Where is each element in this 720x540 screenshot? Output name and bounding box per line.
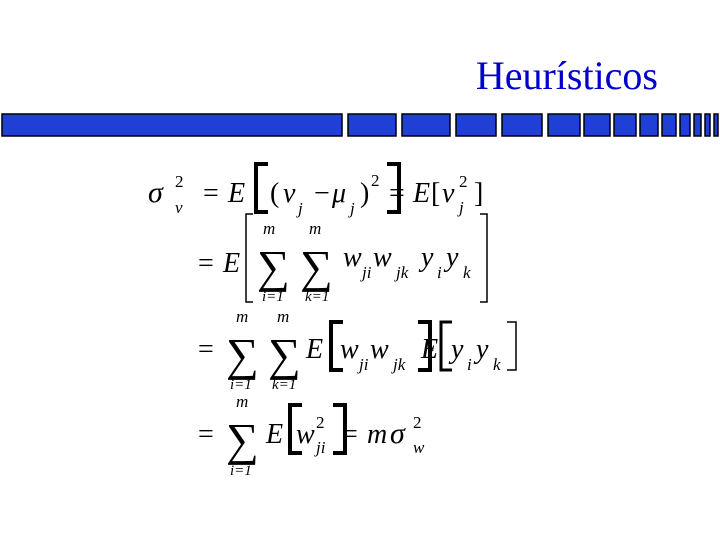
sigma-symbol: σ	[390, 417, 406, 450]
variable-v-2: v	[442, 178, 455, 209]
weight-w-1: w	[343, 242, 362, 273]
slide-title: Heurísticos	[475, 53, 658, 98]
exponent-2: 2	[371, 171, 380, 190]
right-square-bracket: ]	[474, 178, 483, 209]
variable-y-2-subscript: k	[463, 263, 471, 282]
expectation-operator: E	[305, 334, 323, 365]
equals-sign: =	[198, 334, 214, 365]
decorative-square-12	[693, 113, 702, 137]
sigma-subscript: v	[175, 198, 183, 217]
left-paren: (	[270, 178, 279, 209]
right-paren: )	[360, 178, 369, 209]
equals-sign: =	[198, 419, 214, 450]
sum-upper-limit-2: m	[309, 219, 321, 238]
sum-lower-limit-2: k=1	[305, 289, 329, 305]
sum-upper-limit-2: m	[277, 307, 289, 326]
equals-sign: =	[198, 248, 214, 279]
decorative-square-14	[713, 113, 719, 137]
decorative-square-9	[639, 113, 659, 137]
mu-symbol: μ	[331, 178, 346, 209]
left-square-bracket: [	[431, 178, 440, 209]
sigma-subscript: w	[413, 438, 425, 457]
sigma-symbol: σ	[148, 176, 164, 209]
weight-w-2-subscript: jk	[391, 355, 406, 374]
decorative-square-10	[661, 113, 677, 137]
summation-symbol-1: ∑	[257, 241, 290, 292]
right-tall-bracket	[480, 213, 488, 303]
weight-w-superscript: 2	[316, 413, 325, 432]
formula-line-1: σ 2 v = E ( v j − μ j ) 2 = E [ v 2 j ]	[148, 162, 483, 218]
decorative-square-7	[583, 113, 611, 137]
expectation-operator: E	[222, 248, 240, 279]
decorative-square-13	[704, 113, 711, 137]
sum-lower-limit-1: i=1	[262, 289, 284, 305]
variable-y-1: y	[448, 334, 464, 365]
decorative-square-3	[401, 113, 451, 137]
weight-w-1: w	[340, 334, 359, 365]
variable-v: v	[283, 178, 296, 209]
summation-symbol-2: ∑	[268, 329, 301, 380]
v-superscript: 2	[459, 172, 468, 191]
variable-y-1-subscript: i	[467, 355, 472, 374]
minus-sign: −	[314, 178, 330, 209]
right-bracket	[387, 162, 401, 214]
weight-w-2: w	[373, 242, 392, 273]
weight-w-1-subscript: ji	[360, 263, 372, 282]
left-bracket	[254, 162, 268, 214]
equals-sign: =	[203, 178, 219, 209]
expectation-operator-2: E	[412, 178, 430, 209]
variable-y-2: y	[443, 242, 459, 273]
left-tall-bracket	[245, 213, 253, 303]
expectation-operator: E	[227, 178, 245, 209]
weight-w-2: w	[370, 334, 389, 365]
equals-sign-2: =	[342, 419, 358, 450]
expectation-operator-2: E	[420, 334, 438, 365]
sum-lower-limit-1: i=1	[230, 377, 252, 393]
formula-line-4: = m ∑ i=1 E w 2 ji = m σ 2 w	[198, 392, 425, 479]
weight-w-2-subscript: jk	[394, 263, 409, 282]
right-bracket	[418, 320, 432, 372]
variable-m: m	[367, 419, 387, 450]
sum-lower-limit: i=1	[230, 463, 252, 479]
decorative-square-8	[613, 113, 637, 137]
right-bracket	[333, 403, 347, 455]
sigma-superscript: 2	[175, 172, 184, 191]
equals-sign-2: =	[389, 178, 405, 209]
right-bracket-2	[507, 321, 517, 371]
summation-symbol-1: ∑	[226, 329, 259, 380]
decorative-square-11	[679, 113, 691, 137]
decorative-square-1	[1, 113, 343, 137]
summation-symbol-2: ∑	[300, 241, 333, 292]
weight-w-1-subscript: ji	[357, 355, 369, 374]
left-bracket-2	[439, 320, 452, 372]
sum-upper-limit-1: m	[263, 219, 275, 238]
left-bracket	[329, 320, 343, 372]
sum-upper-limit-1: m	[236, 307, 248, 326]
decorative-square-2	[347, 113, 397, 137]
sum-lower-limit-2: k=1	[272, 377, 296, 393]
formula-line-3: = m ∑ i=1 m ∑ k=1 E w ji w jk E y i y k	[198, 307, 517, 393]
v-subscript: j	[457, 198, 464, 217]
decorative-square-4	[455, 113, 497, 137]
sigma-superscript: 2	[413, 413, 422, 432]
variable-y-1: y	[418, 242, 434, 273]
variable-y-2: y	[473, 334, 489, 365]
weight-w: w	[296, 419, 315, 450]
weight-w-subscript: ji	[314, 438, 326, 457]
formula-line-2: = E m ∑ i=1 m ∑ k=1 w ji w jk y i y k	[198, 213, 488, 305]
decorative-square-5	[501, 113, 543, 137]
variable-y-2-subscript: k	[493, 355, 501, 374]
left-bracket	[288, 403, 302, 455]
summation-symbol: ∑	[226, 414, 259, 465]
subscript-j-mu: j	[348, 199, 355, 218]
variable-y-1-subscript: i	[437, 263, 442, 282]
subscript-j: j	[296, 199, 303, 218]
sum-upper-limit: m	[236, 392, 248, 411]
decorative-square-6	[547, 113, 581, 137]
decorative-square-bar	[1, 113, 719, 137]
expectation-operator: E	[265, 419, 283, 450]
